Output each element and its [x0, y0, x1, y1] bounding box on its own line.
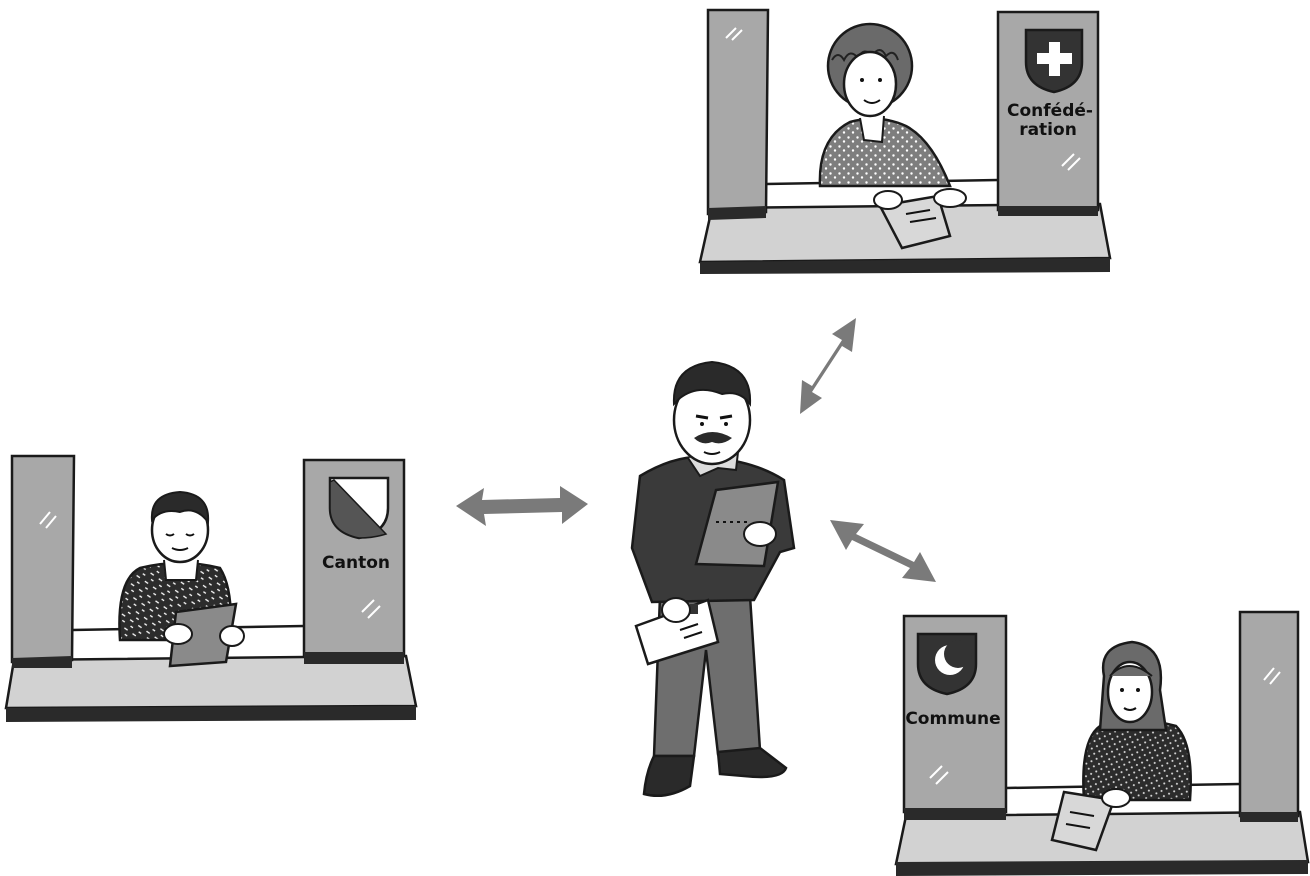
federal-label-line2: ration: [1019, 120, 1077, 140]
commune-booth: Commune: [896, 612, 1308, 876]
swiss-cross-shield-icon: [1026, 30, 1082, 92]
arrow-to-canton-icon: [456, 486, 588, 526]
federal-label-line1: Confédé-: [1007, 101, 1093, 121]
federal-left-pillar: [708, 10, 768, 214]
federal-booth: Confédé- ration: [700, 10, 1110, 274]
arrow-to-commune-icon: [830, 520, 936, 582]
canton-clerk: [119, 492, 244, 666]
commune-label: Commune: [905, 709, 1000, 729]
canton-booth: Canton: [6, 456, 416, 722]
canton-left-pillar: [12, 456, 74, 662]
commune-right-pillar: [1240, 612, 1298, 816]
zurich-shield-icon: [330, 478, 388, 538]
canton-label: Canton: [322, 553, 390, 573]
crescent-moon-shield-icon: [918, 634, 976, 694]
arrow-to-federal-icon: [800, 318, 856, 414]
citizen-man: [632, 362, 794, 796]
